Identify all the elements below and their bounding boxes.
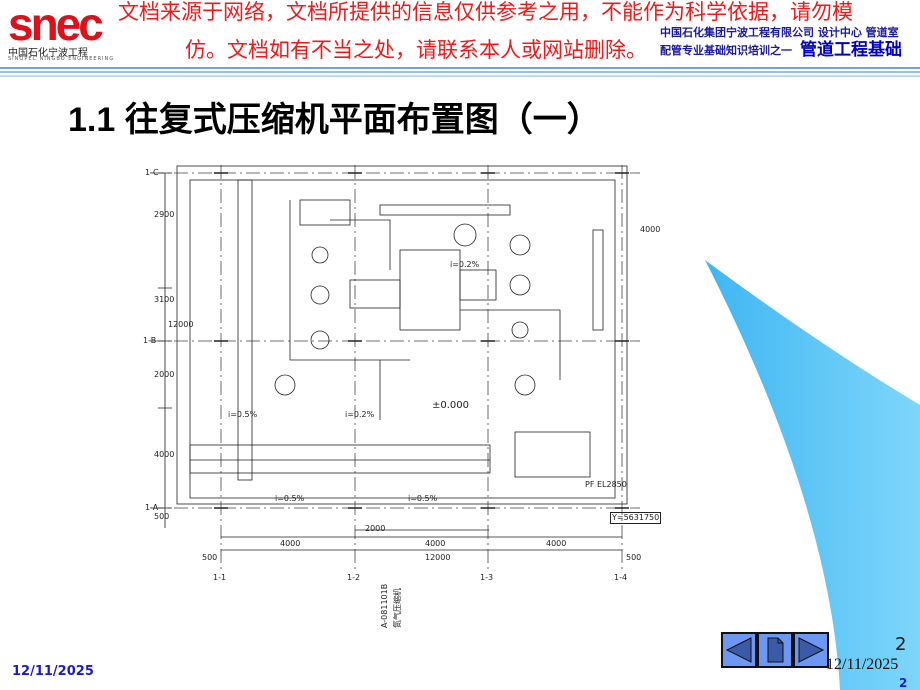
vessel	[299, 199, 351, 226]
logo: snec	[8, 0, 104, 50]
axis-1-A: 1-A	[145, 503, 159, 512]
axis-lines	[150, 165, 640, 570]
page-number-small: 2	[899, 676, 908, 690]
pipe	[237, 179, 253, 481]
drawing-labels: 1-C 1-B 1-A 1-1 1-2 1-3 1-4 2900 3100 20…	[140, 160, 662, 630]
cylinder	[349, 279, 401, 309]
dim: 2900	[154, 210, 175, 219]
triangle-left-icon	[725, 637, 752, 663]
dim: 4000	[280, 539, 301, 548]
footer-date-right: 12/11/2025	[826, 656, 899, 673]
dim: 4000	[546, 539, 567, 548]
piping	[190, 200, 561, 461]
cylinder	[459, 269, 497, 301]
compressor-layout-drawing	[150, 165, 640, 570]
blue-decoration	[705, 260, 920, 690]
header-rule	[0, 71, 920, 73]
dim: 4000	[154, 450, 175, 459]
dim: 500	[202, 553, 218, 562]
dimension-lines	[158, 172, 172, 528]
inner-wall	[189, 179, 616, 499]
dim: 500	[154, 512, 170, 521]
slope: i=0.2%	[345, 410, 375, 419]
logo-cn: 中国石化宁波工程	[8, 48, 88, 59]
dim-total: 12000	[425, 553, 451, 562]
header-subject: 管道工程基础	[800, 40, 902, 60]
axis-1-3: 1-3	[480, 573, 494, 582]
axis-1-4: 1-4	[614, 573, 628, 582]
dim-total: 12000	[168, 320, 194, 329]
header-org: 中国石化集团宁波工程有限公司 设计中心 管道室	[660, 26, 899, 39]
dim: 2000	[365, 524, 386, 533]
axis-1-C: 1-C	[145, 168, 159, 177]
equipment-circles	[274, 223, 536, 396]
drawing-name: 氮气压缩机	[393, 588, 402, 628]
vessel	[592, 229, 604, 331]
slope: i=0.5%	[228, 410, 258, 419]
page-icon	[767, 637, 784, 663]
column-markers	[214, 172, 629, 509]
watermark-line2: 仿。文档如有不当之处，请联系本人或网站删除。	[185, 38, 647, 62]
platform-el: PF EL2850	[585, 480, 627, 489]
header-rule	[0, 75, 920, 77]
logo-en: SINOPEC NINGBO ENGINEERING	[8, 56, 115, 62]
dim-right: 4000	[640, 225, 661, 234]
drawing-number: A-081101B	[380, 583, 389, 628]
dimension-lines	[221, 529, 622, 551]
header-course: 配管专业基础知识培训之一	[660, 44, 792, 57]
dim: 500	[626, 553, 642, 562]
slide-title: 1.1 往复式压缩机平面布置图（一）	[68, 101, 601, 139]
stair	[514, 431, 591, 478]
footer-date: 12/11/2025	[12, 664, 94, 679]
prev-slide-button[interactable]	[721, 632, 757, 668]
header-rule	[0, 67, 920, 69]
axis-1-B: 1-B	[143, 336, 157, 345]
trench	[189, 444, 491, 474]
dim: 4000	[425, 539, 446, 548]
triangle-right-icon	[798, 637, 825, 663]
axis-1-2: 1-2	[347, 573, 361, 582]
slope: i=0.5%	[408, 494, 438, 503]
page-number: 2	[895, 634, 907, 655]
coordinate: Y=5631750	[610, 512, 662, 524]
pipe	[379, 204, 511, 216]
watermark-line1: 文档来源于网络，文档所提供的信息仅供参考之用，不能作为科学依据，请勿模	[118, 0, 853, 24]
slope: i=0.2%	[450, 260, 480, 269]
dim: 3100	[154, 295, 175, 304]
elevation: ±0.000	[432, 400, 470, 411]
building-outline	[176, 165, 628, 505]
dim: 2000	[154, 370, 175, 379]
axis-1-1: 1-1	[213, 573, 227, 582]
slope: i=0.5%	[275, 494, 305, 503]
slide-index-button[interactable]	[757, 632, 793, 668]
next-slide-button[interactable]	[793, 632, 829, 668]
